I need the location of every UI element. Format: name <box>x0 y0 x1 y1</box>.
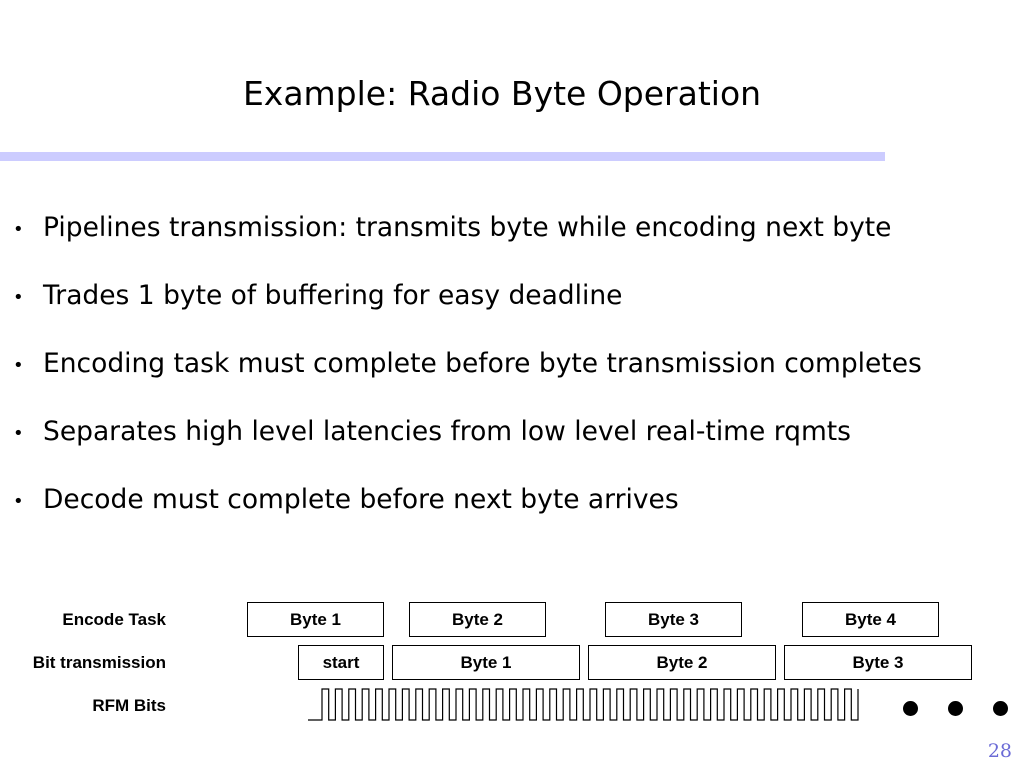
dot <box>948 701 963 716</box>
bullet-marker: • <box>13 423 24 444</box>
encode-box: Byte 1 <box>247 602 384 637</box>
encode-box: Byte 2 <box>409 602 546 637</box>
bullet-text: Separates high level latencies from low … <box>43 416 851 447</box>
bullet-item: • Separates high level latencies from lo… <box>0 410 1024 478</box>
page-number: 28 <box>987 740 1012 762</box>
square-wave <box>308 688 859 721</box>
bullet-marker: • <box>13 287 24 308</box>
slide-title: Example: Radio Byte Operation <box>242 74 762 113</box>
bit-box: Byte 2 <box>588 645 776 680</box>
bullet-text: Trades 1 byte of buffering for easy dead… <box>43 280 623 311</box>
row-label-encode: Encode Task <box>62 610 166 629</box>
bit-box: start <box>298 645 384 680</box>
row-label-rfm-bits: RFM Bits <box>92 696 166 715</box>
title-underline <box>0 152 885 161</box>
row-label-bit-transmission: Bit transmission <box>32 653 166 672</box>
bullet-text: Pipelines transmission: transmits byte w… <box>43 212 892 243</box>
bit-box: Byte 3 <box>784 645 972 680</box>
bullet-item: • Trades 1 byte of buffering for easy de… <box>0 274 1024 342</box>
bullet-marker: • <box>13 219 24 240</box>
bullet-item: • Pipelines transmission: transmits byte… <box>0 206 1024 274</box>
bullet-text: Encoding task must complete before byte … <box>43 348 922 379</box>
encode-box: Byte 4 <box>802 602 939 637</box>
bit-box: Byte 1 <box>392 645 580 680</box>
bullet-marker: • <box>13 355 24 376</box>
dot <box>903 701 918 716</box>
bullet-item: • Encoding task must complete before byt… <box>0 342 1024 410</box>
encode-box: Byte 3 <box>605 602 742 637</box>
bullet-list: • Pipelines transmission: transmits byte… <box>0 206 1024 546</box>
bullet-text: Decode must complete before next byte ar… <box>43 484 679 515</box>
bullet-marker: • <box>13 491 24 512</box>
bullet-item: • Decode must complete before next byte … <box>0 478 1024 546</box>
dot <box>993 701 1008 716</box>
